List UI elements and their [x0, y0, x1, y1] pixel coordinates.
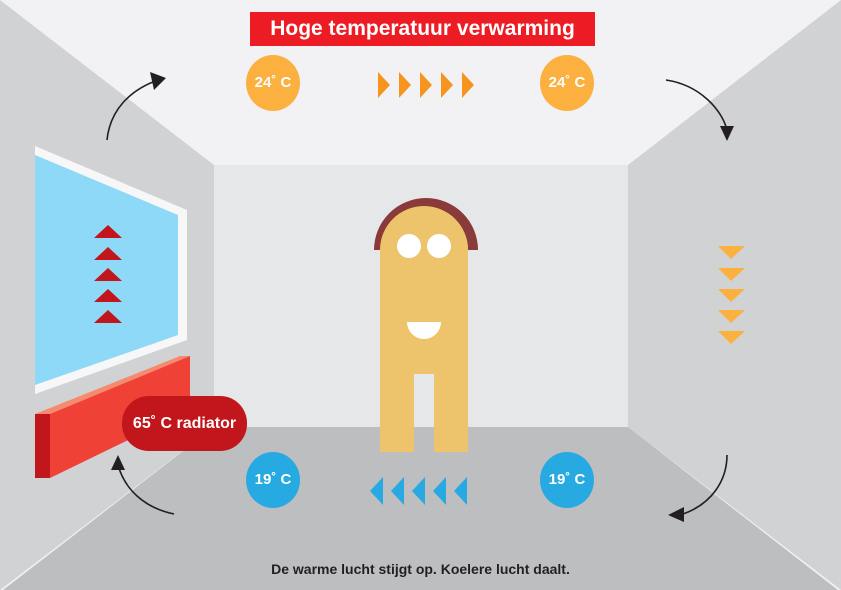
down-arrow-icon — [718, 268, 745, 281]
page-title: Hoge temperatuur verwarming — [250, 12, 595, 46]
right-eye — [427, 234, 451, 258]
left-arrow-icon — [391, 477, 404, 505]
temp-badge-floor-right: 19˚ C — [540, 452, 594, 508]
circulation-arrows — [106, 79, 728, 516]
right-arrow-icon — [462, 72, 474, 98]
left-arrow-icon — [433, 477, 446, 505]
floor — [3, 427, 838, 590]
radiator-front — [50, 356, 190, 478]
up-arrow-icon — [94, 247, 122, 260]
arrow-head-icon — [150, 72, 166, 90]
left-eye — [397, 234, 421, 258]
right-arrow-icon — [441, 72, 453, 98]
up-arrow-icon — [94, 310, 122, 323]
ceiling-flow-arrows — [378, 72, 474, 98]
radiator-side — [35, 414, 50, 478]
left-arrow-icon — [370, 477, 383, 505]
down-arrow-icon — [718, 289, 745, 302]
left-arrow-icon — [454, 477, 467, 505]
up-arrow-icon — [94, 289, 122, 302]
down-arrow-icon — [718, 310, 745, 323]
person-figure — [374, 198, 478, 452]
temp-badge-ceiling-left: 24˚ C — [246, 55, 300, 111]
caption: De warme lucht stijgt op. Koelere lucht … — [271, 561, 570, 577]
down-arrow-icon — [718, 246, 745, 259]
arrow-head-icon — [720, 126, 734, 141]
left-arrow-icon — [412, 477, 425, 505]
mouth — [407, 322, 441, 339]
temp-badge-ceiling-right: 24˚ C — [540, 55, 594, 111]
rising-air-arrows — [94, 225, 122, 323]
falling-air-arrows — [718, 246, 745, 344]
right-arrow-icon — [378, 72, 390, 98]
radiator-label: 65˚ C radiator — [122, 396, 247, 451]
floor-flow-arrows — [370, 477, 467, 505]
right-arrow-icon — [399, 72, 411, 98]
right-arrow-icon — [420, 72, 432, 98]
up-arrow-icon — [94, 268, 122, 281]
arrow-head-icon — [668, 507, 684, 522]
arrow-head-icon — [111, 455, 125, 470]
hair — [374, 198, 478, 250]
up-arrow-icon — [94, 225, 122, 238]
temp-badge-floor-left: 19˚ C — [246, 452, 300, 508]
radiator-top — [35, 356, 190, 414]
down-arrow-icon — [718, 331, 745, 344]
